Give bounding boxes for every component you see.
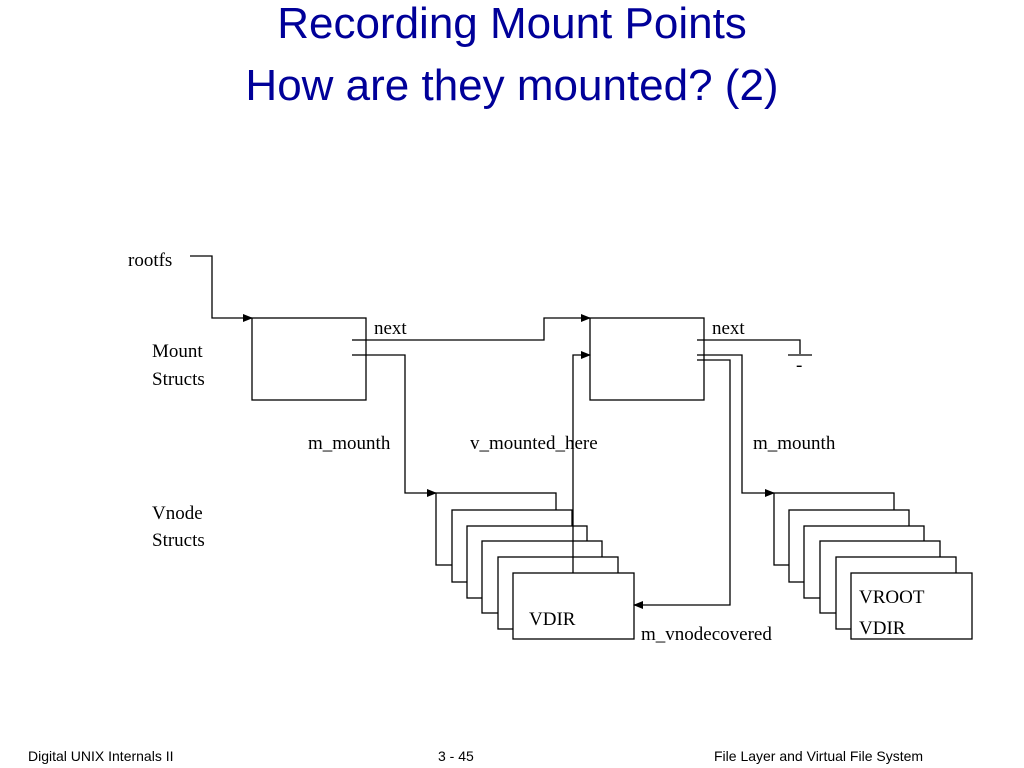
m-mounth-label-2: m_mounth bbox=[753, 433, 836, 454]
vdir-label-right: VDIR bbox=[859, 618, 906, 639]
next-pointer-2 bbox=[704, 339, 801, 354]
m-vnodecovered-pointer bbox=[633, 359, 731, 609]
rootfs-label: rootfs bbox=[128, 250, 172, 271]
vnode-stack-right bbox=[773, 492, 973, 640]
v-mounted-here-pointer bbox=[572, 351, 591, 573]
rootfs-arrow bbox=[190, 255, 253, 322]
mount-structs-label-line-2: Structs bbox=[152, 369, 205, 390]
m-mounth-pointer-2 bbox=[704, 354, 775, 497]
null-mark: - bbox=[796, 355, 802, 376]
v-mounted-here-label: v_mounted_here bbox=[470, 433, 598, 454]
mount-struct-2 bbox=[589, 317, 705, 401]
m-mounth-pointer-1 bbox=[366, 354, 437, 497]
footer-page-number: 3 - 45 bbox=[438, 748, 474, 764]
mount-structs-label-line-1: Mount bbox=[152, 341, 203, 362]
slide-title-line-1: Recording Mount Points bbox=[277, 0, 747, 48]
footer-course-name: Digital UNIX Internals II bbox=[28, 748, 174, 764]
footer-section-title: File Layer and Virtual File System bbox=[714, 748, 924, 764]
vdir-label-left: VDIR bbox=[529, 609, 576, 630]
vnode-structs-label-line-2: Structs bbox=[152, 530, 205, 551]
vnode-stack-left bbox=[435, 492, 635, 640]
vroot-label: VROOT bbox=[859, 587, 925, 608]
next-label-2: next bbox=[712, 318, 745, 339]
vnode-left-vdir bbox=[512, 572, 635, 640]
next-pointer-1 bbox=[366, 314, 591, 341]
vnode-right-vroot bbox=[850, 572, 973, 640]
m-mounth-label-1: m_mounth bbox=[308, 433, 391, 454]
next-label-1: next bbox=[374, 318, 407, 339]
slide-title-line-2: How are they mounted? (2) bbox=[245, 61, 779, 110]
mount-struct-1 bbox=[251, 317, 367, 401]
m-vnodecovered-label: m_vnodecovered bbox=[641, 624, 772, 645]
vnode-structs-label-line-1: Vnode bbox=[152, 503, 203, 524]
